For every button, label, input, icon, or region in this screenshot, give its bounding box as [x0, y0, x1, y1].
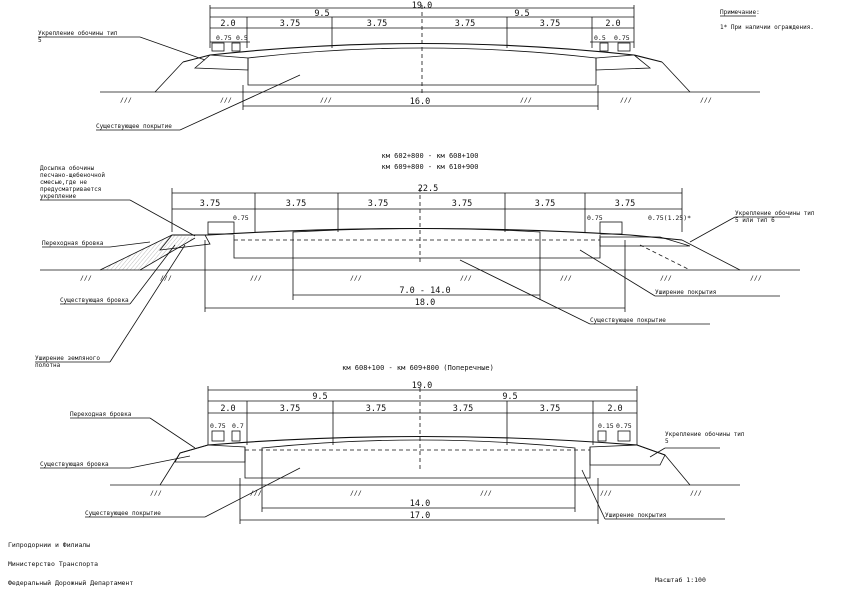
svg-text:///: ///: [120, 96, 132, 104]
s1-small: 0.5: [236, 34, 248, 42]
svg-text:///: ///: [250, 489, 262, 497]
s3-small: 0.7: [232, 422, 244, 430]
s3-half-right: 9.5: [502, 392, 517, 402]
svg-text:///: ///: [150, 489, 162, 497]
s3-lane: 3.75: [280, 404, 300, 414]
s2-lane: 3.75: [452, 199, 472, 209]
s3-lane: 3.75: [366, 404, 386, 414]
svg-text:///: ///: [560, 274, 572, 282]
s1-lane: 2.0: [605, 19, 620, 29]
s3-total: 19.0: [412, 381, 432, 391]
s2-callout-pavement: Существующее покрытие: [590, 317, 666, 324]
note-block: Примечание: 1* При наличии ограждения.: [720, 9, 814, 31]
scale-label: Масштаб 1:100: [655, 576, 706, 584]
svg-text:///: ///: [250, 274, 262, 282]
footer: Гипродорнии и Филиалы Министерство Транс…: [8, 541, 706, 587]
svg-text:///: ///: [600, 489, 612, 497]
svg-text:///: ///: [220, 96, 232, 104]
s3-half-left: 9.5: [312, 392, 327, 402]
s1-small: 0.5: [594, 34, 606, 42]
s3-callout-widening: Уширение покрытия: [605, 512, 666, 519]
s3-lane: 3.75: [540, 404, 560, 414]
footer-line-3: Федеральный Дорожный Департамент: [8, 579, 133, 587]
svg-text:///: ///: [460, 274, 472, 282]
s2-lane: 3.75: [200, 199, 220, 209]
s3-callout-newslope: Переходная бровка: [70, 411, 132, 418]
s1-lane: 2.0: [220, 19, 235, 29]
s3-lane: 3.75: [453, 404, 473, 414]
s3-lane: 2.0: [220, 404, 235, 414]
s1-small: 0.75: [614, 34, 630, 42]
svg-text:///: ///: [520, 96, 532, 104]
s2-callout-oldslope: Существующая бровка: [60, 297, 129, 304]
s2-small-left: 0.75: [233, 214, 249, 222]
s2-lane: 3.75: [535, 199, 555, 209]
s3-bottom: 17.0: [410, 511, 430, 521]
svg-text:///: ///: [690, 489, 702, 497]
footer-line-2: Министерство Транспорта: [8, 560, 98, 568]
s3-callout-pavement: Существующее покрытие: [85, 510, 161, 517]
section-1: 19.0 9.5 9.5 2.0 3.75 3.75 3.75 3.75 2.0…: [38, 1, 760, 131]
s1-bottom: 16.0: [410, 97, 430, 107]
s2-small-right: 0.75: [587, 214, 603, 222]
svg-text:///: ///: [750, 274, 762, 282]
footer-line-1: Гипродорнии и Филиалы: [8, 541, 90, 549]
note-heading: Примечание:: [720, 9, 760, 16]
s2-total: 22.5: [418, 184, 438, 194]
s1-lane: 3.75: [540, 19, 560, 29]
svg-text:///: ///: [700, 96, 712, 104]
s2-callout-newslope: Переходная бровка: [42, 240, 104, 247]
svg-text:///: ///: [350, 274, 362, 282]
s3-lane: 2.0: [607, 404, 622, 414]
s1-total: 19.0: [412, 1, 432, 11]
s3-title: км 608+100 - км 609+800 (Поперечные): [342, 364, 494, 372]
note-text: 1* При наличии ограждения.: [720, 24, 814, 31]
s1-half-left: 9.5: [314, 9, 329, 19]
s2-lane: 3.75: [615, 199, 635, 209]
s3-mid: 14.0: [410, 499, 430, 509]
s3-small: 0.15: [598, 422, 614, 430]
s3-callout-oldslope: Существующая бровка: [40, 461, 109, 468]
s1-callout-pavement: Существующее покрытие: [96, 123, 172, 130]
s1-lane: 3.75: [455, 19, 475, 29]
s2-bottom: 18.0: [415, 298, 435, 308]
s2-title-1: км 602+800 - км 608+100: [382, 152, 479, 160]
s1-lane: 3.75: [367, 19, 387, 29]
svg-text:///: ///: [620, 96, 632, 104]
s2-mid: 7.0 - 14.0: [399, 286, 450, 296]
svg-text:///: ///: [660, 274, 672, 282]
section-2: км 602+800 - км 608+100 км 609+800 - км …: [35, 152, 815, 369]
s1-lane: 3.75: [280, 19, 300, 29]
s2-lane: 3.75: [286, 199, 306, 209]
s1-small: 0.75: [216, 34, 232, 42]
s3-small: 0.75: [616, 422, 632, 430]
svg-text:///: ///: [480, 489, 492, 497]
s2-lane: 3.75: [368, 199, 388, 209]
s2-small-right-outer: 0.75(1.25)*: [648, 214, 691, 222]
svg-text:///: ///: [160, 274, 172, 282]
section-3: км 608+100 - км 609+800 (Поперечные) 19.…: [40, 364, 745, 524]
svg-text:///: ///: [320, 96, 332, 104]
svg-text:///: ///: [350, 489, 362, 497]
s2-title-2: км 609+800 - км 610+900: [382, 163, 479, 171]
s1-half-right: 9.5: [514, 9, 529, 19]
svg-text:///: ///: [80, 274, 92, 282]
s3-small: 0.75: [210, 422, 226, 430]
s2-callout-widening: Уширение покрытия: [655, 289, 716, 296]
